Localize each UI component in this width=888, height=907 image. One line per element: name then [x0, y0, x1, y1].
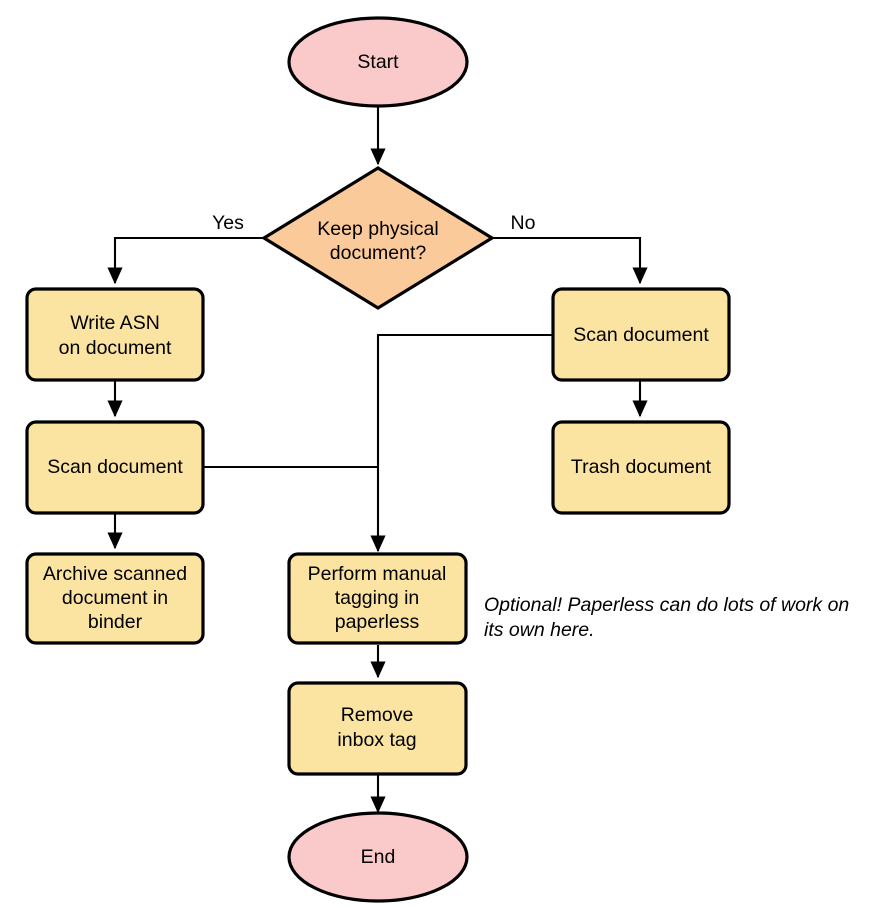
- tagging-box-shape: [287, 552, 468, 645]
- decision-label-line2: document?: [330, 242, 427, 264]
- node-remove-inbox-tag[interactable]: Remove inbox tag: [287, 681, 468, 776]
- node-start[interactable]: Start: [287, 16, 469, 108]
- trash-document-label: Trash document: [571, 456, 712, 478]
- node-end[interactable]: End: [287, 811, 469, 903]
- annotation-optional-note: Optional! Paperless can do lots of work …: [484, 594, 849, 641]
- scan-document-right-label: Scan document: [573, 324, 709, 346]
- scan-document-left-label: Scan document: [47, 456, 183, 478]
- node-scan-document-right[interactable]: Scan document: [551, 287, 731, 382]
- end-ellipse-shape: [287, 811, 469, 903]
- decision-diamond-shape: [260, 166, 496, 310]
- node-write-asn-on-document[interactable]: Write ASN on document: [25, 287, 205, 382]
- node-scan-document-left[interactable]: Scan document: [25, 420, 205, 515]
- tagging-label-line1: Perform manual: [308, 563, 447, 585]
- decision-label-line1: Keep physical: [317, 218, 438, 240]
- trash-document-box-shape: [551, 420, 731, 515]
- annotation-line1: Optional! Paperless can do lots of work …: [484, 594, 849, 616]
- archive-label-line1: Archive scanned: [43, 563, 187, 585]
- tagging-label-line2: tagging in: [335, 587, 420, 609]
- node-decision-keep-physical-document[interactable]: Keep physical document?: [260, 166, 496, 310]
- scan-document-right-box-shape: [551, 287, 731, 382]
- archive-box-shape: [25, 552, 205, 645]
- write-asn-box-shape: [25, 287, 205, 382]
- edge-label-yes: Yes: [212, 212, 244, 234]
- start-ellipse-shape: [287, 16, 469, 108]
- tagging-label-line3: paperless: [335, 611, 420, 633]
- node-archive-scanned-document-in-binder[interactable]: Archive scanned document in binder: [25, 552, 205, 645]
- remove-inbox-label-line2: inbox tag: [337, 729, 416, 751]
- write-asn-label-line1: Write ASN: [70, 312, 160, 334]
- remove-inbox-label-line1: Remove: [341, 704, 414, 726]
- annotation-line2: its own here.: [484, 619, 595, 641]
- scan-document-left-box-shape: [25, 420, 205, 515]
- end-label: End: [361, 846, 396, 868]
- start-label: Start: [357, 51, 399, 73]
- write-asn-label-line2: on document: [59, 337, 172, 359]
- archive-label-line2: document in: [62, 587, 168, 609]
- node-trash-document[interactable]: Trash document: [551, 420, 731, 515]
- edge-decision-no: [491, 236, 648, 285]
- archive-label-line3: binder: [88, 611, 143, 633]
- edge-decision-yes: [107, 236, 265, 285]
- remove-inbox-tag-box-shape: [287, 681, 468, 776]
- node-perform-manual-tagging[interactable]: Perform manual tagging in paperless: [287, 552, 468, 645]
- edge-label-no: No: [511, 212, 536, 234]
- edge-scanright-to-tagging: [370, 333, 553, 553]
